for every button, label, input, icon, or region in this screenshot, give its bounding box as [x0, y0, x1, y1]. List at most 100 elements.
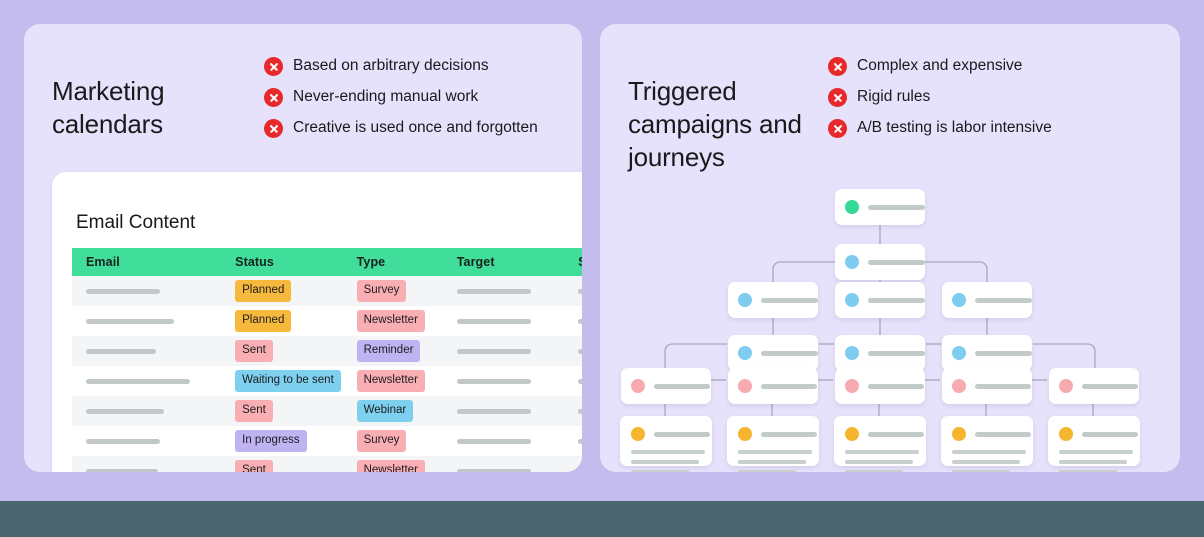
table-row[interactable]: Sent Reminder [72, 336, 582, 366]
flow-node[interactable] [835, 189, 925, 225]
status-dot-icon [1059, 427, 1073, 441]
marketing-calendars-panel: Marketing calendars Based on arbitrary d… [24, 24, 582, 472]
status-dot-icon [952, 346, 966, 360]
cell-target [442, 306, 565, 336]
placeholder-bar [975, 350, 1032, 356]
cell-email [72, 306, 222, 336]
placeholder-bar [578, 408, 582, 414]
status-dot-icon [845, 427, 859, 441]
placeholder-line [845, 460, 913, 464]
type-badge[interactable]: Newsletter [356, 459, 425, 472]
cell-status: Planned [221, 276, 343, 306]
status-badge[interactable]: Sent [235, 339, 273, 363]
placeholder-bar [868, 350, 925, 356]
placeholder-bar [456, 408, 531, 414]
cell-type: Newsletter [342, 456, 443, 472]
flow-node[interactable] [835, 368, 925, 404]
column-header-target[interactable]: Target [442, 248, 565, 276]
flow-node[interactable] [728, 335, 818, 371]
status-dot-icon [952, 427, 966, 441]
placeholder-bar [456, 468, 531, 472]
status-badge[interactable]: Sent [235, 399, 273, 423]
type-badge[interactable]: Survey [356, 429, 407, 453]
placeholder-line [738, 460, 806, 464]
table-row[interactable]: In progress Survey [72, 426, 582, 456]
placeholder-bar [761, 297, 818, 303]
flow-node[interactable] [835, 282, 925, 318]
placeholder-bar [86, 288, 160, 294]
column-header-status[interactable]: Status [221, 248, 343, 276]
right-panel-header: Triggered campaigns and journeys Complex… [600, 24, 1180, 172]
status-dot-icon [952, 379, 966, 393]
flow-node[interactable] [1049, 368, 1139, 404]
placeholder-bar [86, 438, 160, 444]
flow-leaf-node[interactable] [834, 416, 926, 472]
table-row[interactable]: Sent Newsletter [72, 456, 582, 472]
placeholder-line [738, 470, 796, 472]
placeholder-bar [868, 297, 925, 303]
type-badge[interactable]: Reminder [356, 339, 421, 363]
cell-target [442, 396, 565, 426]
cell-type: Survey [342, 276, 443, 306]
cell-status: Planned [221, 306, 343, 336]
flow-node[interactable] [835, 244, 925, 280]
status-badge[interactable]: Waiting to be sent [235, 369, 341, 393]
flow-node[interactable] [728, 368, 818, 404]
flow-node[interactable] [728, 282, 818, 318]
placeholder-bar [868, 259, 925, 265]
flow-node[interactable] [942, 335, 1032, 371]
cell-email [72, 456, 222, 472]
cell-email [72, 336, 222, 366]
type-badge[interactable]: Survey [356, 279, 407, 303]
placeholder-bar [86, 318, 174, 324]
right-panel-bullet-list: Complex and expensive Rigid rules A/B te… [828, 56, 1052, 138]
status-badge[interactable]: Planned [235, 309, 292, 333]
status-badge[interactable]: In progress [235, 429, 307, 453]
status-dot-icon [845, 255, 859, 269]
placeholder-line [845, 470, 903, 472]
flow-node[interactable] [942, 368, 1032, 404]
placeholder-bar [456, 348, 531, 354]
column-header-email[interactable]: Email [72, 248, 222, 276]
cell-type: Survey [342, 426, 443, 456]
flow-leaf-node[interactable] [1048, 416, 1140, 472]
status-badge[interactable]: Planned [235, 279, 292, 303]
cell-type: Newsletter [342, 366, 443, 396]
status-badge[interactable]: Sent [235, 459, 273, 472]
cell-email [72, 366, 222, 396]
list-item: Based on arbitrary decisions [264, 56, 538, 76]
placeholder-line [631, 450, 705, 454]
flow-leaf-node[interactable] [727, 416, 819, 472]
bullet-text: Rigid rules [857, 88, 931, 105]
table-row[interactable]: Planned Newsletter [72, 306, 582, 336]
placeholder-bar [86, 378, 190, 384]
type-badge[interactable]: Newsletter [356, 309, 425, 333]
email-content-card: Email Content Email Status Type Target S… [52, 172, 582, 472]
flow-node[interactable] [835, 335, 925, 371]
cell-status: In progress [221, 426, 343, 456]
flow-leaf-node[interactable] [620, 416, 712, 472]
leaf-node-header [845, 427, 924, 441]
leaf-node-lines [631, 450, 705, 472]
placeholder-line [952, 450, 1026, 454]
type-badge[interactable]: Newsletter [356, 369, 425, 393]
table-row[interactable]: Sent Webinar [72, 396, 582, 426]
flow-node[interactable] [621, 368, 711, 404]
column-header-type[interactable]: Type [342, 248, 443, 276]
cell-sending [564, 276, 582, 306]
flow-node[interactable] [942, 282, 1032, 318]
cell-sending [564, 456, 582, 472]
cell-type: Reminder [342, 336, 443, 366]
placeholder-line [845, 450, 919, 454]
table-row[interactable]: Waiting to be sent Newsletter [72, 366, 582, 396]
flow-leaf-node[interactable] [941, 416, 1033, 472]
table-row[interactable]: Planned Survey [72, 276, 582, 306]
placeholder-bar [654, 431, 710, 437]
leaf-node-lines [738, 450, 812, 472]
type-badge[interactable]: Webinar [356, 399, 414, 423]
status-dot-icon [845, 200, 859, 214]
column-header-sending[interactable]: Sending [564, 248, 582, 276]
page-title: Triggered campaigns and journeys [628, 75, 802, 172]
placeholder-bar [975, 383, 1031, 389]
